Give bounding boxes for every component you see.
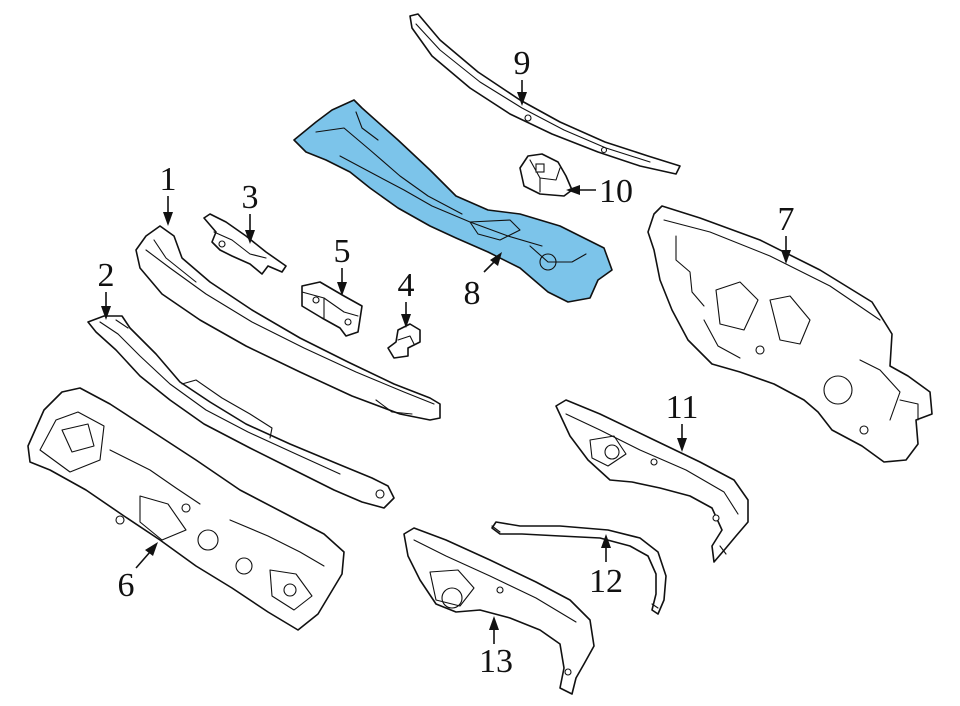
callout-3: 3 (242, 179, 259, 216)
arrowhead-11 (677, 438, 687, 452)
part-5-bracket (301, 281, 363, 337)
callout-1: 1 (160, 161, 177, 198)
callout-13: 13 (479, 643, 513, 680)
leader-8 (483, 261, 495, 273)
part-9-windshield-seal (409, 13, 681, 175)
arrowhead-9 (517, 92, 527, 106)
part-12-rod (491, 521, 667, 615)
callout-7: 7 (778, 201, 795, 238)
callout-5: 5 (334, 233, 351, 270)
arrowhead-7 (781, 250, 791, 264)
part-1-cowl-top (135, 225, 441, 421)
arrowhead-3 (245, 230, 255, 244)
callout-4: 4 (398, 267, 415, 304)
arrowhead-4 (401, 314, 411, 328)
arrowhead-13 (489, 616, 499, 630)
callout-11: 11 (666, 389, 699, 426)
arrowhead-12 (601, 534, 611, 548)
arrowhead-8 (490, 252, 502, 266)
callout-8: 8 (464, 275, 481, 312)
arrowhead-1 (163, 212, 173, 226)
part-6-dash-insulator (27, 387, 345, 631)
part-3-bracket (203, 213, 287, 275)
part-7-dash-panel (647, 205, 933, 463)
part-13-side-panel (403, 527, 595, 695)
callout-2: 2 (98, 257, 115, 294)
callout-12: 12 (589, 563, 623, 600)
part-11-side-panel (555, 399, 749, 563)
arrowhead-6 (145, 542, 158, 556)
callout-9: 9 (514, 45, 531, 82)
callout-labels: 1 2 3 4 5 6 7 8 9 10 11 12 13 (98, 45, 795, 680)
leader-6 (135, 551, 151, 569)
part-8-cowl-panel (293, 99, 613, 303)
arrowhead-2 (101, 306, 111, 320)
part-4-clip (387, 323, 421, 359)
leader-lines (101, 80, 791, 644)
part-10-bracket (519, 153, 573, 197)
callout-10: 10 (599, 173, 633, 210)
callout-6: 6 (118, 567, 135, 604)
arrowhead-5 (337, 282, 347, 296)
arrowhead-10 (566, 185, 580, 195)
part-2-lower-cowl (87, 315, 395, 509)
